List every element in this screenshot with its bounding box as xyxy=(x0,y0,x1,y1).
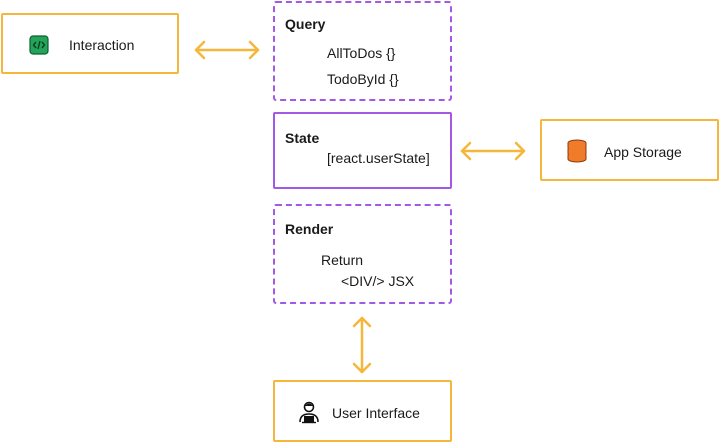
interaction-node: Interaction xyxy=(1,13,179,74)
user-interface-label: User Interface xyxy=(332,405,420,421)
query-line-alltodos: AllToDos {} xyxy=(327,45,396,61)
query-line-todobyid: TodoById {} xyxy=(327,71,399,87)
render-node: Render Return <DIV/> JSX xyxy=(273,204,452,304)
user-interface-node: User Interface xyxy=(273,380,452,442)
arrow-render-ui xyxy=(352,316,372,374)
database-icon xyxy=(567,139,587,168)
state-line: [react.userState] xyxy=(327,150,430,166)
render-title: Render xyxy=(285,221,334,237)
app-storage-label: App Storage xyxy=(604,144,682,160)
query-node: Query AllToDos {} TodoById {} xyxy=(273,1,452,101)
render-line-jsx: <DIV/> JSX xyxy=(341,273,415,289)
state-node: State [react.userState] xyxy=(273,112,452,189)
state-title: State xyxy=(285,130,320,146)
user-laptop-icon xyxy=(297,400,321,429)
code-file-icon xyxy=(29,35,49,60)
arrow-state-storage xyxy=(460,141,526,161)
interaction-label: Interaction xyxy=(69,37,135,53)
query-title: Query xyxy=(285,16,326,32)
app-storage-node: App Storage xyxy=(540,119,719,181)
arrow-interaction-query xyxy=(194,40,260,60)
render-line-return: Return xyxy=(321,252,364,268)
